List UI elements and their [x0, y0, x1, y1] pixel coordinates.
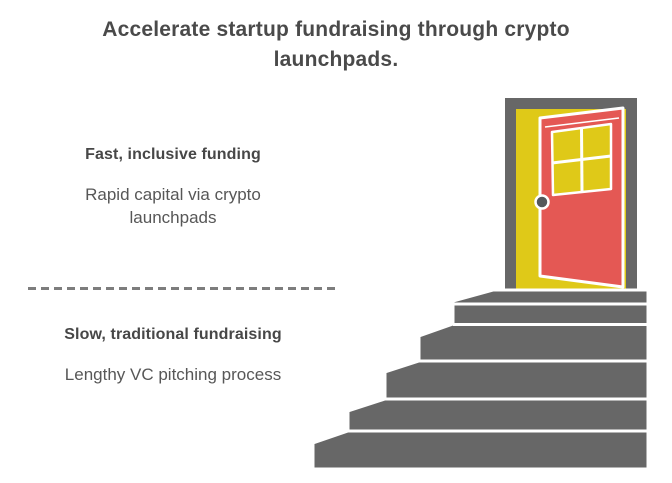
fast-funding-description: Rapid capital via crypto launchpads [85, 185, 261, 227]
doorknob [534, 194, 550, 210]
stair-tread-lines [348, 302, 648, 433]
fast-funding-heading: Fast, inclusive funding [85, 146, 261, 163]
dashed-divider-line [28, 287, 337, 290]
staircase [311, 288, 650, 471]
slow-funding-heading: Slow, traditional fundraising [64, 326, 282, 343]
slow-funding-description: Lengthy VC pitching process [64, 365, 282, 384]
door-top-detail-line [544, 117, 620, 128]
page-title: Accelerate startup fundraising through c… [102, 18, 570, 71]
window-mullion-horizontal [551, 154, 612, 165]
